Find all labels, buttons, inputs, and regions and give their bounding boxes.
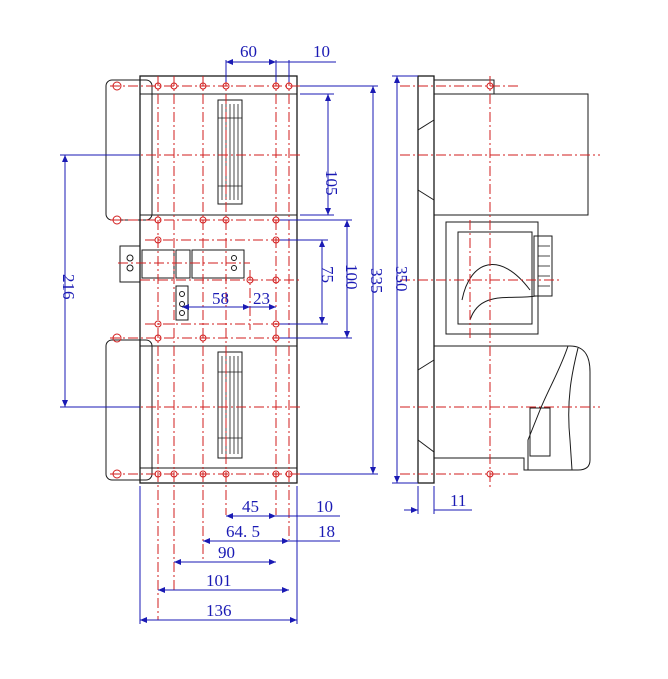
dim-label-64-5: 64. 5: [226, 522, 260, 541]
dim-bottom-101: 101: [158, 571, 289, 593]
dim-label-60: 60: [240, 42, 257, 61]
dim-bottom-64-5: 64. 5: [203, 522, 289, 544]
terminal-block-left: [119, 245, 141, 283]
side-bottom-blower: [433, 345, 591, 471]
dim-label-75: 75: [318, 266, 337, 283]
dim-top-60: 60: [225, 42, 277, 82]
dim-bottom-136: 136: [139, 486, 298, 624]
dim-label-335: 335: [367, 268, 386, 294]
side-motor-inner: [457, 231, 533, 325]
dim-label-top-10: 10: [313, 42, 330, 61]
dim-75: 75: [280, 239, 337, 325]
dim-100: 100: [280, 219, 361, 339]
dim-label-350: 350: [392, 266, 411, 292]
centerlines-side: [400, 76, 600, 490]
dim-bottom-90: 90: [174, 543, 276, 565]
dim-label-23: 23: [253, 289, 270, 308]
dim-label-101: 101: [206, 571, 232, 590]
side-connector: [533, 235, 553, 297]
bottom-blower-wheel: [217, 351, 243, 459]
dim-105: 105: [300, 93, 341, 216]
side-view: 350 11: [392, 75, 600, 514]
side-motor: [445, 221, 539, 335]
relay-box-2: [175, 249, 191, 279]
terminal-strip: [175, 285, 189, 321]
top-wheel-fins: [218, 104, 242, 200]
dim-label-90: 90: [218, 543, 235, 562]
dim-350: 350: [392, 75, 418, 484]
side-bottom-bracket: [529, 407, 551, 457]
side-top-flange: [433, 79, 495, 95]
dim-label-45: 45: [242, 497, 259, 516]
centerlines-front: [110, 76, 300, 620]
side-wire: [461, 264, 531, 301]
bottom-wheel-fins: [218, 356, 242, 454]
relay-box-3: [191, 249, 245, 279]
dim-58-23: 58 23: [182, 289, 276, 310]
dim-label-100: 100: [342, 264, 361, 290]
dim-335: 335: [300, 85, 386, 475]
mounting-holes-front: [112, 81, 293, 479]
top-motor-housing-left: [105, 79, 153, 221]
dim-label-216: 216: [59, 274, 78, 300]
front-view: 60 10 105 75 100: [59, 42, 386, 624]
dim-top-10: 10: [276, 42, 336, 82]
bottom-motor-housing-left: [105, 339, 153, 481]
dim-label-136: 136: [206, 601, 232, 620]
dim-bottom-10: 10: [276, 497, 340, 517]
dim-11: 11: [404, 486, 472, 514]
side-top-blower: [433, 93, 589, 216]
dim-label-58: 58: [212, 289, 229, 308]
dim-216: 216: [59, 154, 140, 408]
dim-label-11: 11: [450, 491, 466, 510]
top-blower-wheel: [217, 99, 243, 205]
dim-bottom-45: 45: [226, 497, 276, 519]
dim-label-18: 18: [318, 522, 335, 541]
dim-label-bottom-10: 10: [316, 497, 333, 516]
dim-label-105: 105: [322, 170, 341, 196]
